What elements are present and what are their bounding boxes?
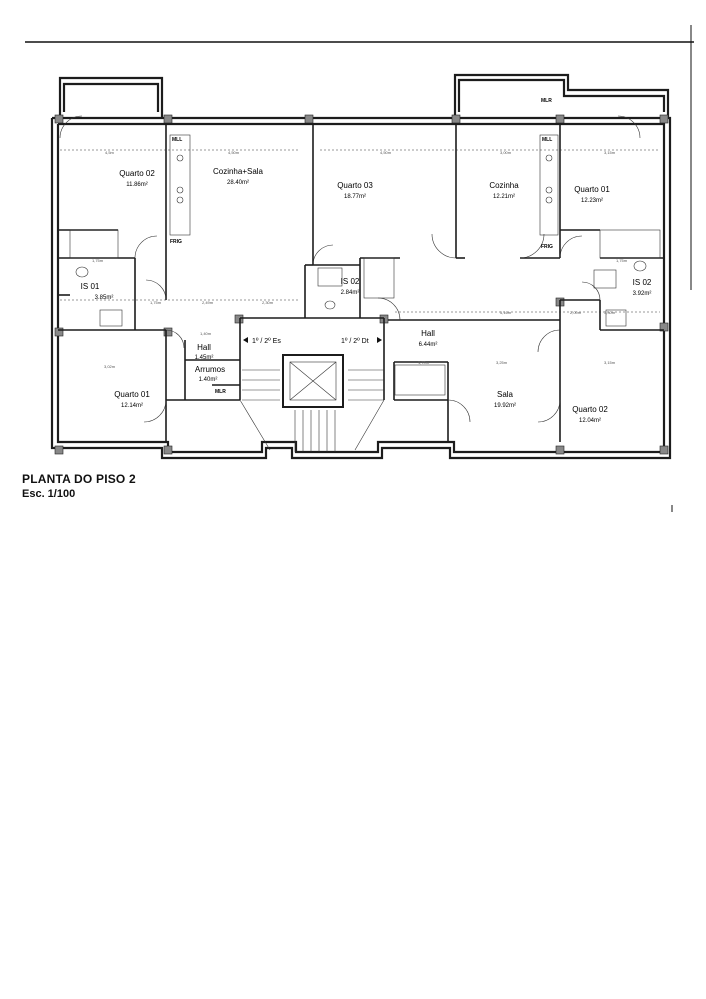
fixture-labels: MLL FRIG MLR MLL FRIG MLR [170,98,553,395]
room-quarto01-left-area: 12.14m² [121,403,143,409]
room-quarto02-left-name: Quarto 02 [119,169,155,178]
room-hall-left-name: Hall [197,343,211,352]
dimension-label: 3,15m [604,150,616,155]
dimension-label: 2,49m [202,300,214,305]
room-cozinha-sala-area: 28.40m² [227,180,249,186]
room-quarto02-right-name: Quarto 02 [572,405,608,414]
room-quarto02-right-area: 12.04m² [579,418,601,424]
room-quarto01-right-name: Quarto 01 [574,185,610,194]
dimension-label: 4,50m [380,150,392,155]
room-labels: Quarto 02 11.86m² Cozinha+Sala 28.40m² Q… [81,167,652,424]
dimension-label: 1,75m [616,258,628,263]
dimension-label: 3,00m [500,150,512,155]
fixture-mlr-label: MLR [541,98,552,104]
dimension-label: 1,70m [418,360,430,365]
room-quarto01-right-area: 12.23m² [581,198,603,204]
fixture-mll-label: MLL [172,137,182,143]
room-is01-name: IS 01 [81,282,100,291]
room-cozinha-sala-name: Cozinha+Sala [213,167,264,176]
room-arrumos-area: 1.40m² [199,377,218,383]
room-is02-right-name: IS 02 [633,278,652,287]
room-hall-left-area: 1.45m² [195,355,214,361]
arrow-left-icon [243,337,248,343]
fixture-frig-label: FRIG [541,244,553,250]
room-hall-right-area: 6.44m² [419,342,438,348]
fixture-mll-label: MLL [542,137,552,143]
room-hall-right-name: Hall [421,329,435,338]
dimension-label: 4,5m [105,150,115,155]
dimension-label: 3,02m [104,364,116,369]
room-is02-center-area: 2.84m² [341,290,360,296]
dimension-label: 4,50m [228,150,240,155]
room-is02-center-name: IS 02 [341,277,360,286]
dimension-label: 1,75m [92,258,104,263]
room-is02-right-area: 3.92m² [633,291,652,297]
apartment-left-label: 1º / 2º Es [252,338,281,345]
dimension-label: 3,15m [604,360,616,365]
room-quarto03-area: 18.77m² [344,194,366,200]
room-sala-name: Sala [497,390,514,399]
dimension-label: 2,00m [570,310,582,315]
apartment-right-label: 1º / 2º Dt [341,338,369,345]
outer-walls [50,73,672,460]
detail-lines [59,115,661,452]
dimension-label: 5,16m [500,310,512,315]
fixture-frig-label: FRIG [170,239,182,245]
room-quarto03-name: Quarto 03 [337,181,373,190]
plan-scale: Esc. 1/100 [22,488,76,500]
sheet-border [25,25,694,512]
plan-title: PLANTA DO PISO 2 [22,472,136,486]
room-quarto02-left-area: 11.86m² [126,182,148,188]
room-sala-area: 19.92m² [494,403,516,409]
room-cozinha-name: Cozinha [489,181,519,190]
dimension-label: 2,30m [262,300,274,305]
dimension-label: 3,30m [604,310,616,315]
fixture-mlr-label: MLR [215,389,226,395]
apartment-labels: 1º / 2º Es 1º / 2º Dt [243,337,382,345]
structural-columns [54,114,669,455]
dimension-label: 1,75m [150,300,162,305]
room-quarto01-left-name: Quarto 01 [114,390,150,399]
dimension-labels: 4,5m 4,50m 4,50m 3,00m 3,15m 1,75m 1,75m… [92,150,628,369]
room-is01-area: 3.85m² [95,295,114,301]
dimension-label: 3,25m [496,360,508,365]
room-cozinha-area: 12.21m² [493,194,515,200]
arrow-right-icon [377,337,382,343]
dimension-label: 1,40m [200,331,212,336]
room-arrumos-name: Arrumos [195,365,225,374]
